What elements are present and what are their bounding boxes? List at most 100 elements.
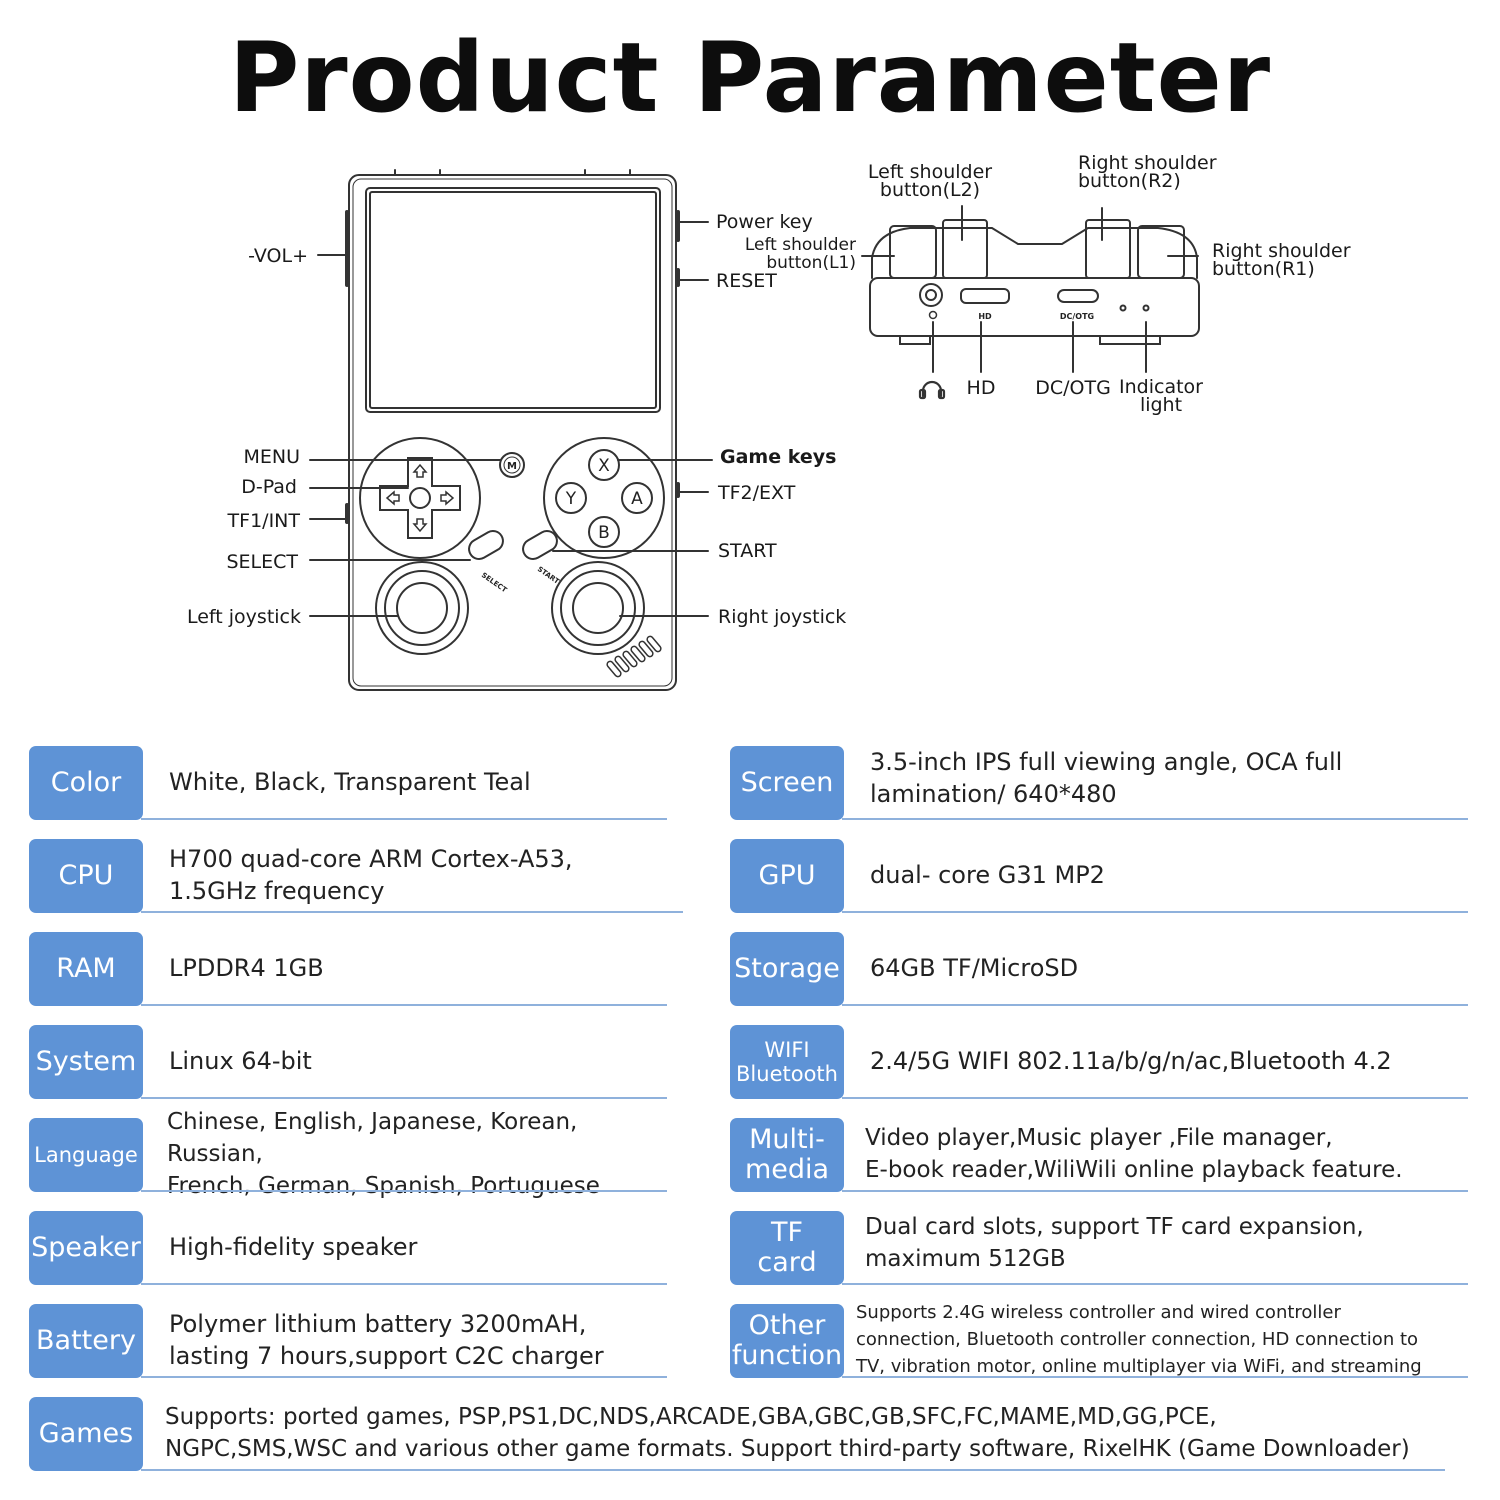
menu-label: MENU — [243, 446, 300, 468]
spec-divider — [842, 1376, 1468, 1378]
spec-row-speaker: Speaker High-fidelity speaker — [29, 1211, 667, 1285]
left-joystick-icon — [375, 561, 469, 655]
spec-row-screen: Screen 3.5-inch IPS full viewing angle, … — [730, 746, 1468, 820]
tf1-label: TF1/INT — [227, 510, 300, 532]
start-print-text: START — [536, 565, 561, 586]
reset-label: RESET — [716, 270, 777, 292]
spec-row-ram: RAM LPDDR4 1GB — [29, 932, 667, 1006]
spec-row-games: Games Supports: ported games, PSP,PS1,DC… — [29, 1397, 1445, 1471]
spec-row-language: Language Chinese, English, Japanese, Kor… — [29, 1109, 667, 1199]
spec-tag: Battery — [29, 1304, 143, 1378]
spec-row-gpu: GPU dual- core G31 MP2 — [730, 839, 1468, 913]
spec-tag: Color — [29, 746, 143, 820]
spec-tag: Screen — [730, 746, 844, 820]
spec-divider — [842, 1283, 1468, 1285]
right-joystick-icon — [551, 561, 645, 655]
left-joystick-label: Left joystick — [186, 606, 301, 628]
spec-value: Video player,Music player ,File manager,… — [865, 1125, 1403, 1183]
l2-label: Left shoulder button(L2) — [867, 161, 993, 201]
game-keys-label: Game keys — [720, 446, 837, 468]
spec-divider — [842, 1097, 1468, 1099]
r2-label: Right shoulder button(R2) — [1078, 152, 1217, 192]
spec-tag: Language — [29, 1118, 143, 1192]
spec-divider — [842, 911, 1468, 913]
spec-tag: System — [29, 1025, 143, 1099]
b-button-text: B — [598, 523, 610, 543]
spec-divider — [141, 1097, 667, 1099]
spec-divider — [842, 1004, 1468, 1006]
spec-divider — [141, 1004, 667, 1006]
select-print-text: SELECT — [480, 571, 509, 594]
spec-value: 64GB TF/MicroSD — [870, 954, 1079, 982]
spec-row-wifi-bluetooth: WIFI Bluetooth 2.4/5G WIFI 802.11a/b/g/n… — [730, 1025, 1468, 1099]
spec-divider — [141, 1376, 667, 1378]
spec-value: Supports 2.4G wireless controller and wi… — [856, 1301, 1422, 1377]
spec-tag: GPU — [730, 839, 844, 913]
spec-row-multimedia: Multi- media Video player,Music player ,… — [730, 1118, 1468, 1192]
headphone-icon — [918, 380, 946, 400]
spec-value: Chinese, English, Japanese, Korean, Russ… — [167, 1109, 600, 1199]
spec-divider — [141, 1190, 667, 1192]
start-button-icon — [522, 530, 558, 560]
spec-row-battery: Battery Polymer lithium battery 3200mAH,… — [29, 1304, 667, 1378]
y-button-text: Y — [565, 489, 577, 509]
spec-value: White, Black, Transparent Teal — [169, 768, 531, 796]
page-title: Product Parameter — [228, 22, 1272, 134]
spec-tag: TF card — [730, 1211, 844, 1285]
spec-value: Dual card slots, support TF card expansi… — [865, 1214, 1364, 1272]
spec-value: H700 quad-core ARM Cortex-A53, 1.5GHz fr… — [169, 845, 573, 905]
spec-row-other-function: Other function Supports 2.4G wireless co… — [730, 1301, 1468, 1378]
x-button-text: X — [598, 456, 610, 476]
spec-row-color: Color White, Black, Transparent Teal — [29, 746, 667, 820]
spec-divider — [141, 911, 683, 913]
speaker-grille-icon — [606, 635, 662, 678]
hd-label: HD — [966, 377, 996, 399]
indicator-light-label: Indicator light — [1119, 376, 1203, 416]
spec-tag: Speaker — [29, 1211, 143, 1285]
spec-value: LPDDR4 1GB — [169, 954, 324, 982]
start-label: START — [718, 540, 777, 562]
spec-row-system: System Linux 64-bit — [29, 1025, 667, 1099]
dpad-icon — [359, 437, 481, 559]
right-joystick-label: Right joystick — [718, 606, 847, 628]
hd-port-print: HD — [978, 312, 992, 321]
power-key-label: Power key — [716, 211, 813, 233]
spec-divider — [141, 818, 667, 820]
select-button-icon — [468, 530, 504, 560]
spec-row-tf-card: TF card Dual card slots, support TF card… — [730, 1211, 1468, 1285]
spec-tag: WIFI Bluetooth — [730, 1025, 844, 1099]
spec-tag: Storage — [730, 932, 844, 1006]
menu-button-icon — [499, 452, 525, 478]
spec-value: 3.5-inch IPS full viewing angle, OCA ful… — [870, 748, 1343, 808]
a-button-text: A — [631, 489, 643, 509]
menu-button-text: M — [507, 461, 517, 472]
device-diagram: M X Y A B SELECT START HD DC/OTG — [309, 169, 1200, 691]
select-label: SELECT — [226, 551, 298, 573]
l1-label: Left shoulder button(L1) — [744, 235, 856, 273]
device-front-view — [345, 169, 680, 691]
spec-tag: CPU — [29, 839, 143, 913]
spec-value: dual- core G31 MP2 — [870, 861, 1105, 889]
spec-tag: Multi- media — [730, 1118, 844, 1192]
spec-divider — [842, 818, 1468, 820]
spec-tag: Games — [29, 1397, 143, 1471]
face-buttons-icon — [543, 437, 665, 559]
spec-divider — [141, 1283, 667, 1285]
vol-label: -VOL+ — [248, 245, 308, 267]
spec-row-cpu: CPU H700 quad-core ARM Cortex-A53, 1.5GH… — [29, 839, 683, 913]
dc-otg-label: DC/OTG — [1035, 377, 1111, 399]
spec-value: 2.4/5G WIFI 802.11a/b/g/n/ac,Bluetooth 4… — [870, 1047, 1392, 1075]
device-top-view — [869, 219, 1200, 345]
spec-divider — [141, 1469, 1445, 1471]
spec-value: Supports: ported games, PSP,PS1,DC,NDS,A… — [165, 1404, 1410, 1462]
spec-value: Polymer lithium battery 3200mAH, lasting… — [169, 1310, 604, 1370]
dc-port-print: DC/OTG — [1060, 312, 1094, 321]
spec-value: Linux 64-bit — [169, 1047, 312, 1075]
spec-value: High-fidelity speaker — [169, 1233, 418, 1261]
spec-divider — [842, 1190, 1468, 1192]
spec-tag: Other function — [730, 1304, 844, 1378]
spec-tag: RAM — [29, 932, 143, 1006]
r1-label: Right shoulder button(R1) — [1212, 240, 1351, 280]
spec-row-storage: Storage 64GB TF/MicroSD — [730, 932, 1468, 1006]
dpad-label: D-Pad — [241, 476, 297, 498]
